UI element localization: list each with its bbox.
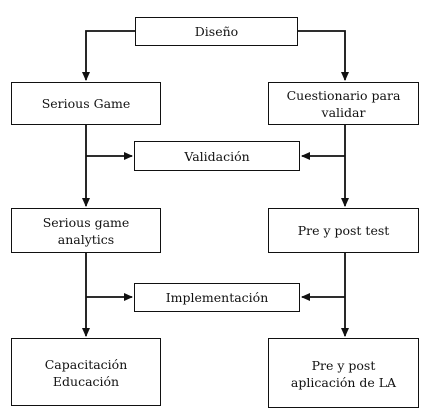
node-diseno: Diseño [135, 17, 298, 46]
node-validacion-label: Validación [184, 148, 250, 164]
node-validacion: Validación [134, 141, 300, 171]
node-serious-game: Serious Game [11, 82, 161, 125]
node-pre-post-aplicacion: Pre y post aplicación de LA [268, 338, 419, 408]
node-pre-post-test-label: Pre y post test [297, 223, 390, 238]
node-serious-game-label: Serious Game [41, 96, 131, 111]
node-aplicacion-label: Pre y post aplicación de LA [290, 358, 397, 390]
node-pre-post-test: Pre y post test [268, 208, 419, 253]
node-capacitacion-label: Capacitación Educación [44, 357, 128, 389]
node-capacitacion: Capacitación Educación [11, 338, 161, 406]
edge-diseno-to-cuestionario [298, 30, 349, 81]
node-cuestionario: Cuestionario para validar [268, 82, 419, 125]
node-diseno-label: Diseño [194, 24, 239, 39]
node-analytics-label: Serious game analytics [42, 214, 130, 247]
node-implementacion-label: Implementación [165, 290, 269, 305]
node-cuestionario-label: Cuestionario para validar [286, 87, 401, 120]
node-serious-game-analytics: Serious game analytics [11, 208, 161, 253]
edge-diseno-to-serious-game [82, 30, 135, 81]
node-implementacion: Implementación [134, 283, 300, 312]
